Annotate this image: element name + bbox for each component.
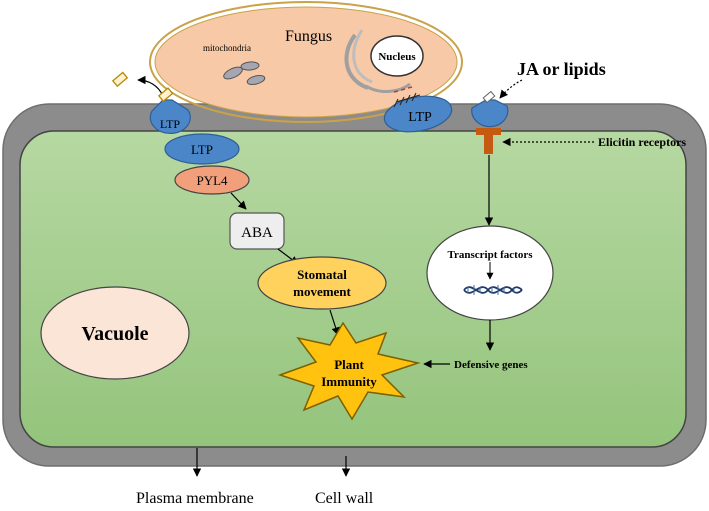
elicitin-receptors-label: Elicitin receptors	[598, 135, 686, 149]
ja-receptor	[471, 99, 509, 128]
elicitin-receptor-stem	[484, 134, 493, 154]
plant-immunity-line1: Plant	[334, 357, 364, 372]
pyl4-label: PYL4	[196, 173, 228, 188]
ltp-cytoplasm	[164, 133, 240, 165]
ltp-membrane-receptor-left	[149, 99, 191, 135]
transcript-factors-label: Transcript factors	[447, 249, 533, 261]
plant-immunity-burst	[277, 321, 421, 421]
arrow-stomatal-to-immunity	[329, 309, 340, 336]
stomatal-movement	[257, 256, 387, 310]
cell-wall-label: Cell wall	[315, 490, 374, 507]
ja-ligand	[482, 90, 496, 104]
defensive-genes-label: Defensive genes	[454, 359, 528, 371]
secretion-dashes	[393, 86, 413, 93]
vacuole	[40, 286, 190, 380]
arrow-pyl4-to-aba	[230, 192, 247, 210]
aba-box	[229, 212, 285, 250]
ja-or-lipids-label: JA or lipids	[517, 59, 606, 79]
fungus-cell	[154, 6, 458, 118]
nucleus-label: Nucleus	[378, 51, 416, 63]
plasma-membrane-label: Plasma membrane	[136, 490, 254, 507]
fungus-cell-outer	[149, 1, 463, 123]
mitochondria-label: mitochondria	[203, 43, 251, 53]
ja-dotted-arrow	[499, 79, 523, 99]
ltp-cytoplasm-label: LTP	[191, 142, 213, 157]
ltp-membrane-left-label: LTP	[160, 117, 181, 131]
plant-immunity-line2: Immunity	[321, 374, 377, 389]
mitochondrion-2	[240, 61, 260, 71]
ltp-fungus	[383, 95, 453, 133]
fungus-label: Fungus	[285, 28, 332, 45]
ligand-left-1	[111, 71, 129, 88]
nucleus	[370, 35, 424, 77]
ltp-fungus-label: LTP	[408, 110, 432, 125]
endoplasmic-reticulum-2	[352, 29, 373, 84]
dna-icon	[463, 285, 523, 295]
stomatal-label-line1: Stomatal	[297, 267, 347, 282]
mitochondrion-3	[246, 74, 266, 86]
endoplasmic-reticulum	[344, 33, 369, 90]
ltp-bound-lipid	[157, 87, 174, 103]
fungus-membrane-hatch	[393, 92, 421, 108]
stomatal-label-line2: movement	[293, 284, 351, 299]
endoplasmic-reticulum-3	[365, 82, 411, 93]
pyl4	[174, 165, 250, 195]
elicitin-receptor-top	[476, 128, 501, 135]
vacuole-label: Vacuole	[81, 323, 148, 345]
aba-label: ABA	[241, 225, 273, 241]
